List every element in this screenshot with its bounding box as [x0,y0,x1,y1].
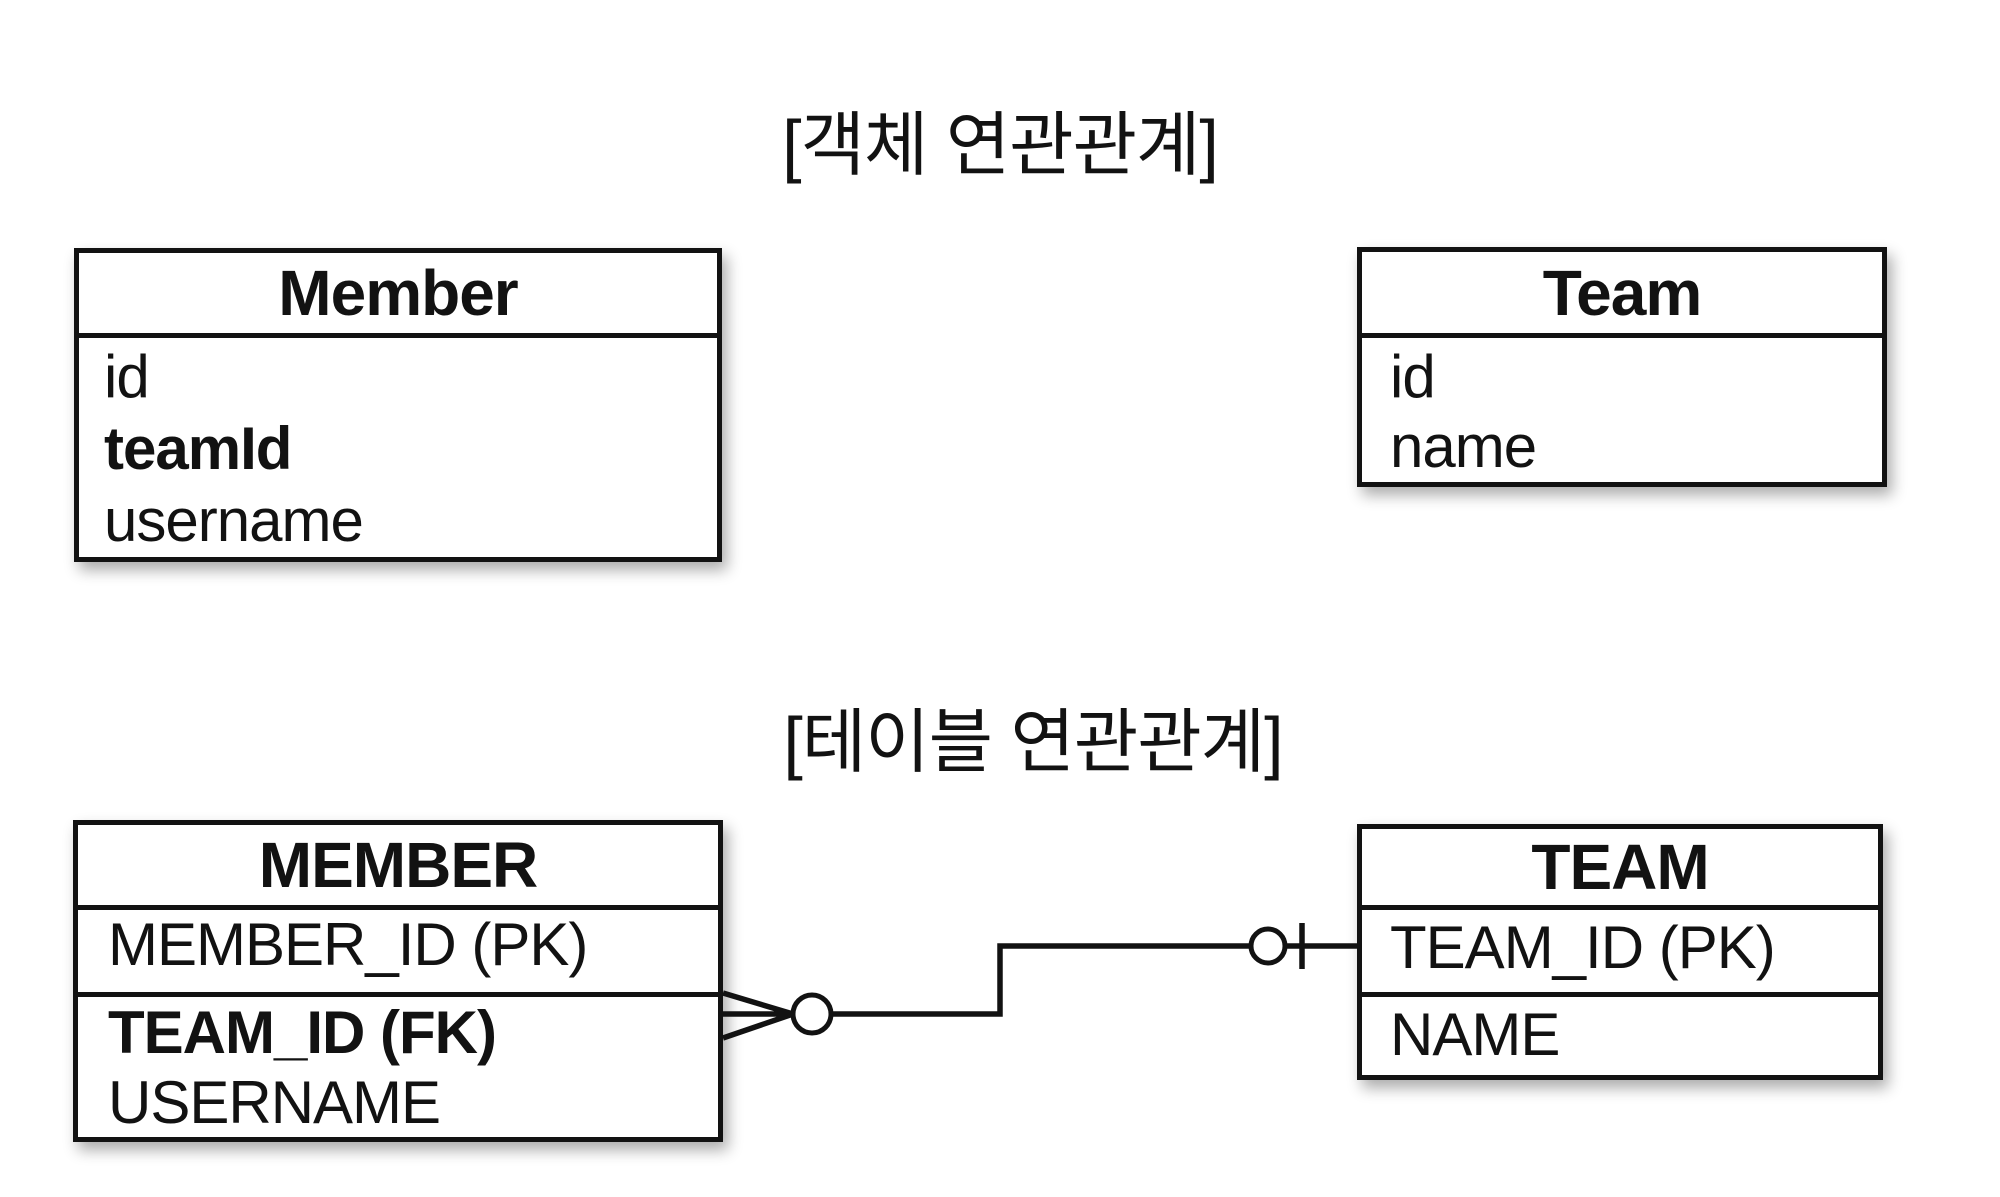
member-object-field-id: id [104,343,150,410]
zero-circle-member-side-icon [790,992,834,1036]
table-section-title: [테이블 연관관계] [783,703,1283,781]
member-object-box: Member id teamId username [74,248,722,562]
connector-line [831,943,1251,1017]
member-table-fields: TEAM_ID (FK) USERNAME [78,997,718,1138]
team-object-box-fields: id name [1362,338,1882,482]
team-table-name-field: NAME [1390,1001,1560,1068]
member-table-box: MEMBER MEMBER_ID (PK) TEAM_ID (FK) USERN… [73,820,723,1142]
member-object-box-fields: id teamId username [79,338,717,557]
object-section-title: [객체 연관관계] [782,106,1219,184]
team-table-pk-field: TEAM_ID (PK) [1362,910,1878,997]
member-table-fk-field: TEAM_ID (FK) [108,999,497,1066]
zero-circle-team-side-icon [1248,926,1288,966]
member-object-field-username: username [104,487,364,554]
team-object-box: Team id name [1357,247,1887,487]
member-object-box-title: Member [79,253,717,338]
team-object-field-name: name [1390,413,1537,480]
team-object-field-id: id [1390,343,1436,410]
member-table-username-field: USERNAME [108,1069,441,1136]
team-object-box-title: Team [1362,252,1882,338]
member-object-field-teamid: teamId [104,415,292,482]
member-table-pk-field: MEMBER_ID (PK) [78,910,718,997]
member-table-title: MEMBER [78,825,718,910]
team-table-title: TEAM [1362,829,1878,910]
team-table-fields: NAME [1362,997,1878,1073]
crow-foot-many-icon [722,990,794,1041]
team-table-box: TEAM TEAM_ID (PK) NAME [1357,824,1883,1080]
